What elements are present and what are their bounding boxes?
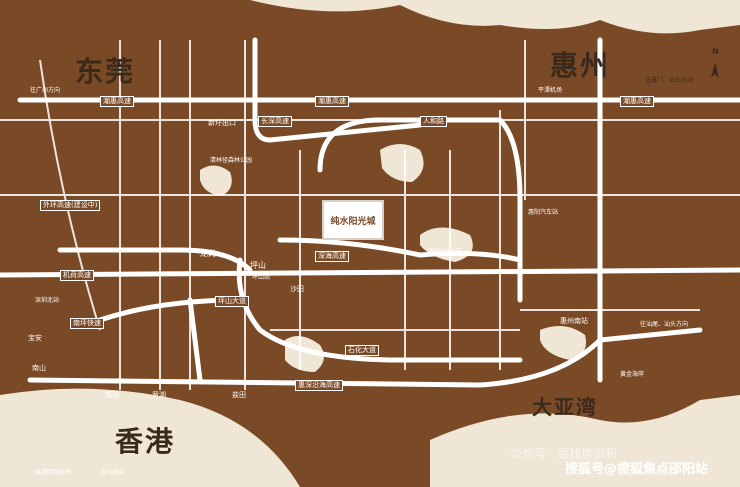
region-dayawan: 大亚湾 xyxy=(532,395,598,419)
south-coast xyxy=(430,395,740,487)
project-marker[interactable]: 纯水阳光城 xyxy=(322,200,384,240)
place-xinxu: 新圩出口 xyxy=(208,119,236,127)
road-jichang: 机荷高速 xyxy=(60,270,94,281)
road-nanping: 南坪快速 xyxy=(70,318,104,329)
place-shantou2: 往汕尾、汕头方向 xyxy=(640,321,689,328)
place-yantian: 盐田 xyxy=(232,391,246,399)
place-huangjin: 黄金海岸 xyxy=(620,371,645,378)
place-shatian: 沙田 xyxy=(290,285,304,293)
place-pingshan: 坪山 xyxy=(250,261,266,270)
place-xijiu: 西九龙站 xyxy=(100,469,125,476)
lake-5 xyxy=(540,326,586,360)
road-renhe: 人和路 xyxy=(420,116,447,127)
road-waihuan: 外环高速(建设中) xyxy=(40,200,101,211)
place-luohu: 罗湖 xyxy=(152,391,166,399)
road-chaohui-far-east: 潮惠高速 xyxy=(620,96,654,107)
hongkong-land xyxy=(0,388,300,487)
place-futian: 福田 xyxy=(105,391,119,399)
lake-2 xyxy=(200,165,232,196)
place-shantou: 往厦门、汕头方向 xyxy=(645,77,694,84)
road-shihua: 石化大道 xyxy=(345,345,379,356)
place-shenzhen-north: 深圳北站 xyxy=(35,297,60,304)
place-huiyang-bus: 惠阳汽车站 xyxy=(528,209,559,216)
place-longgang: 龙岗 xyxy=(200,249,216,258)
place-huiyang-center: 惠阳中心区 xyxy=(428,248,463,256)
region-huizhou: 惠州 xyxy=(550,49,611,82)
watermark: 公众号 · 惠找房分析 xyxy=(510,447,618,461)
north-arrow-label: N xyxy=(712,47,719,56)
brand-footer: 搜狐号@搜狐焦点邵阳站 xyxy=(565,462,709,477)
road-shenhai: 深海高速 xyxy=(315,251,349,262)
place-qinglin: 清林径森林公园 xyxy=(210,157,253,164)
place-baoan: 宝安 xyxy=(28,334,42,342)
place-pingshan-station: 坪山站 xyxy=(252,274,271,281)
place-nanshan: 南山 xyxy=(32,364,46,372)
lake-3 xyxy=(380,144,424,182)
region-hongkong: 香港 xyxy=(115,425,176,458)
place-guangzhou: 往广州方向 xyxy=(30,87,61,94)
road-huishen: 惠深沿海高速 xyxy=(295,380,343,391)
north-land xyxy=(250,0,740,34)
road-chaohui-east: 潮惠高速 xyxy=(315,96,349,107)
road-pingshan: 坪山大道 xyxy=(215,296,249,307)
region-dongguan: 东莞 xyxy=(75,55,136,88)
road-chaohui-west: 潮惠高速 xyxy=(100,96,134,107)
road-changshen: 长深高速 xyxy=(258,116,292,127)
place-hk-airport: 香港国际机场 xyxy=(35,469,72,476)
place-airport: 平潭机场 xyxy=(538,87,563,94)
place-huizhou-south: 惠州南站 xyxy=(560,317,588,325)
